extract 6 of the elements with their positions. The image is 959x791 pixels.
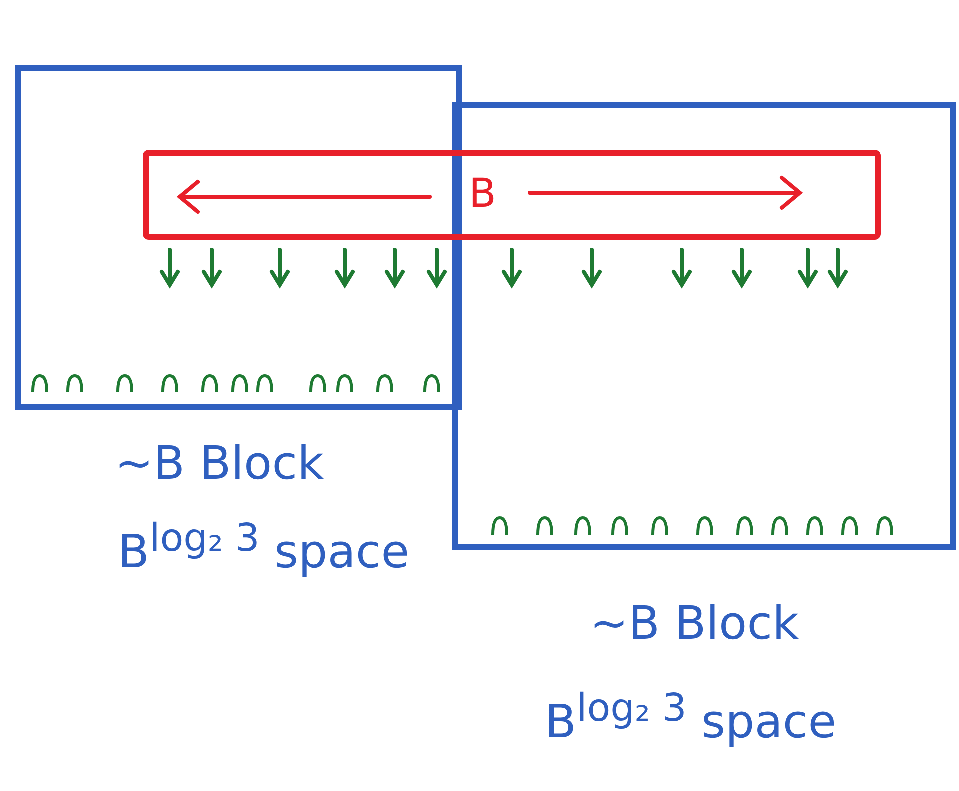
block-caption: ~B Block xyxy=(115,440,324,486)
block-box xyxy=(15,65,462,410)
length-label: B xyxy=(469,174,496,214)
block-box xyxy=(452,102,956,550)
block-caption: ~B Block xyxy=(590,600,800,646)
highlight-band xyxy=(143,150,881,240)
